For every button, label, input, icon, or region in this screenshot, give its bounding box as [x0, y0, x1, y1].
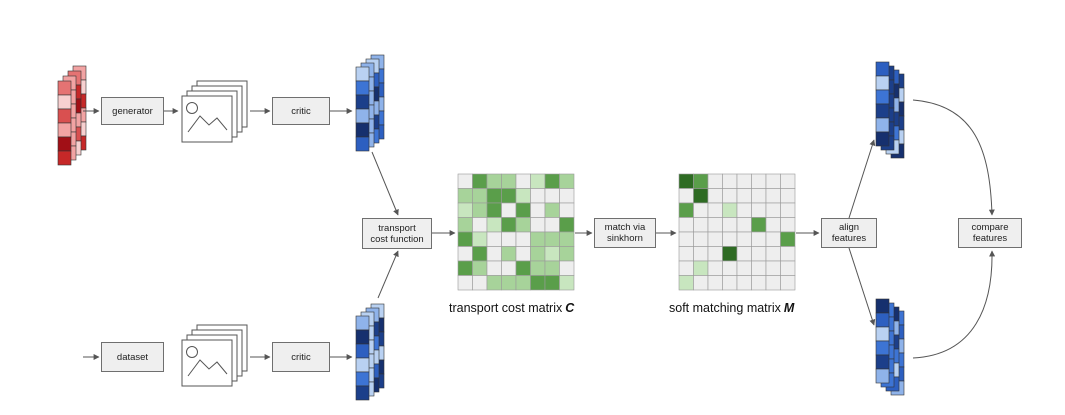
dataset-box: dataset — [101, 342, 164, 372]
cost-matrix-grid-icon — [457, 173, 575, 291]
dataset-image-stack-icon — [181, 324, 248, 387]
noise-vector-stack-icon — [57, 65, 87, 166]
generator-box: generator — [101, 97, 164, 125]
arrow-align-to-top-features — [848, 139, 876, 219]
critic-bottom-box: critic — [272, 342, 330, 372]
match-via-sinkhorn-box: match via sinkhorn — [594, 218, 656, 248]
transport-cost-function-box: transport cost function — [362, 218, 432, 249]
align-features-box: align features — [821, 218, 877, 248]
arrow-align-to-bottom-features — [848, 247, 876, 326]
cost-matrix-caption-text: transport cost matrix — [449, 301, 563, 315]
critic-top-box: critic — [272, 97, 330, 125]
arrow-real-features-to-cost-function — [377, 250, 399, 299]
real-feature-stack-icon — [355, 303, 385, 401]
matching-matrix-symbol: M — [783, 301, 795, 315]
aligned-feature-stack-bottom-icon — [875, 298, 905, 396]
arrow-bottom-features-to-compare — [912, 250, 996, 359]
matching-matrix-caption-text: soft matching matrix — [669, 301, 781, 315]
generated-image-stack-icon — [181, 80, 248, 143]
aligned-feature-stack-top-icon — [875, 61, 905, 159]
matching-matrix-grid-icon — [678, 173, 796, 291]
generated-feature-stack-icon — [355, 54, 385, 152]
compare-features-box: compare features — [958, 218, 1022, 248]
arrow-top-features-to-compare — [912, 99, 995, 216]
arrow-features-to-cost-function — [371, 151, 399, 216]
cost-matrix-symbol: C — [565, 301, 575, 315]
